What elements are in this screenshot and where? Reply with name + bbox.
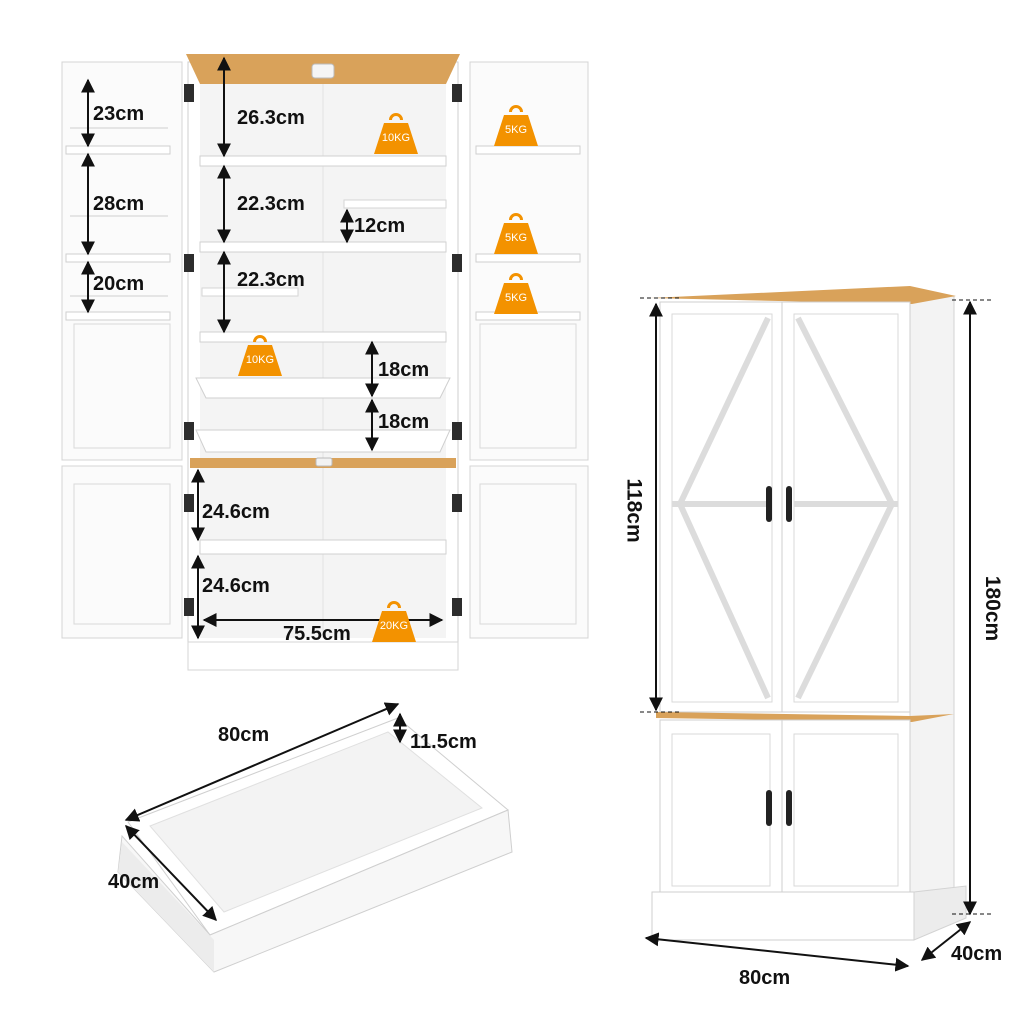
lower-shelf-label-1: 24.6cm [202,501,270,523]
left-door-lower [61,465,183,639]
drawer-depth-label: 40cm [108,871,160,893]
closed-dimension-lines [644,300,977,972]
pull-out-drawers [195,377,451,453]
drawer-view [117,702,513,973]
upper-height-label: 118cm [622,478,646,543]
drawer-height-label: 11.5cm [410,731,477,753]
kettlebell-weight-icon [494,105,538,146]
cabinet-base [187,641,459,671]
closed-cabinet-top-wood [650,286,956,304]
weight-badge-5kg-1: 5KG [492,96,540,148]
left-door-label-2: 28cm [93,193,145,215]
closed-depth-label: 40cm [951,943,1003,965]
barn-door-x-braces [672,316,898,700]
weight-badge-20kg: 20KG [370,592,418,644]
total-height-label: 180cm [981,575,1005,642]
left-door-label-1: 23cm [93,103,145,125]
right-door-lower-panel [479,483,577,625]
left-door-label-3: 20cm [93,273,145,295]
inner-width-label: 75.5cm [283,623,351,645]
right-door-upper-panel [479,323,577,449]
small-shelf-label: 12cm [354,215,406,237]
lower-shelf-label-2: 24.6cm [202,575,270,597]
closed-cabinet-side [909,295,955,901]
lower-shelf [199,539,447,555]
door-handles [766,486,792,826]
left-door-lower-panel [73,483,171,625]
upper-shelf-label-1: 26.3cm [237,107,305,129]
hinges [184,84,462,616]
closed-lower-doors [659,719,911,899]
kettlebell-weight-icon [374,113,418,154]
closed-base [651,891,915,941]
upper-shelf-label-2: 22.3cm [237,193,305,215]
kettlebell-weight-icon [238,335,282,376]
weight-badge-5kg-2: 5KG [492,204,540,256]
upper-shelf-label-3: 22.3cm [237,269,305,291]
kettlebell-weight-icon [372,601,416,642]
drawer-dimension-lines [124,702,407,922]
drawer-label-2: 18cm [378,411,430,433]
left-door-upper-panel [73,323,171,449]
weight-badge-10kg-drawer: 10KG [236,326,284,378]
weight-badge-10kg-upper: 10KG [372,104,420,156]
upper-shelves [199,155,447,343]
drawer-label-1: 18cm [378,359,430,381]
closed-cabinet [640,286,994,972]
weight-badge-5kg-3: 5KG [492,264,540,316]
right-door-lower [469,465,589,639]
kettlebell-weight-icon [494,213,538,254]
closed-width-label: 80cm [739,967,791,989]
kettlebell-weight-icon [494,273,538,314]
drawer-length-label: 80cm [218,724,270,746]
